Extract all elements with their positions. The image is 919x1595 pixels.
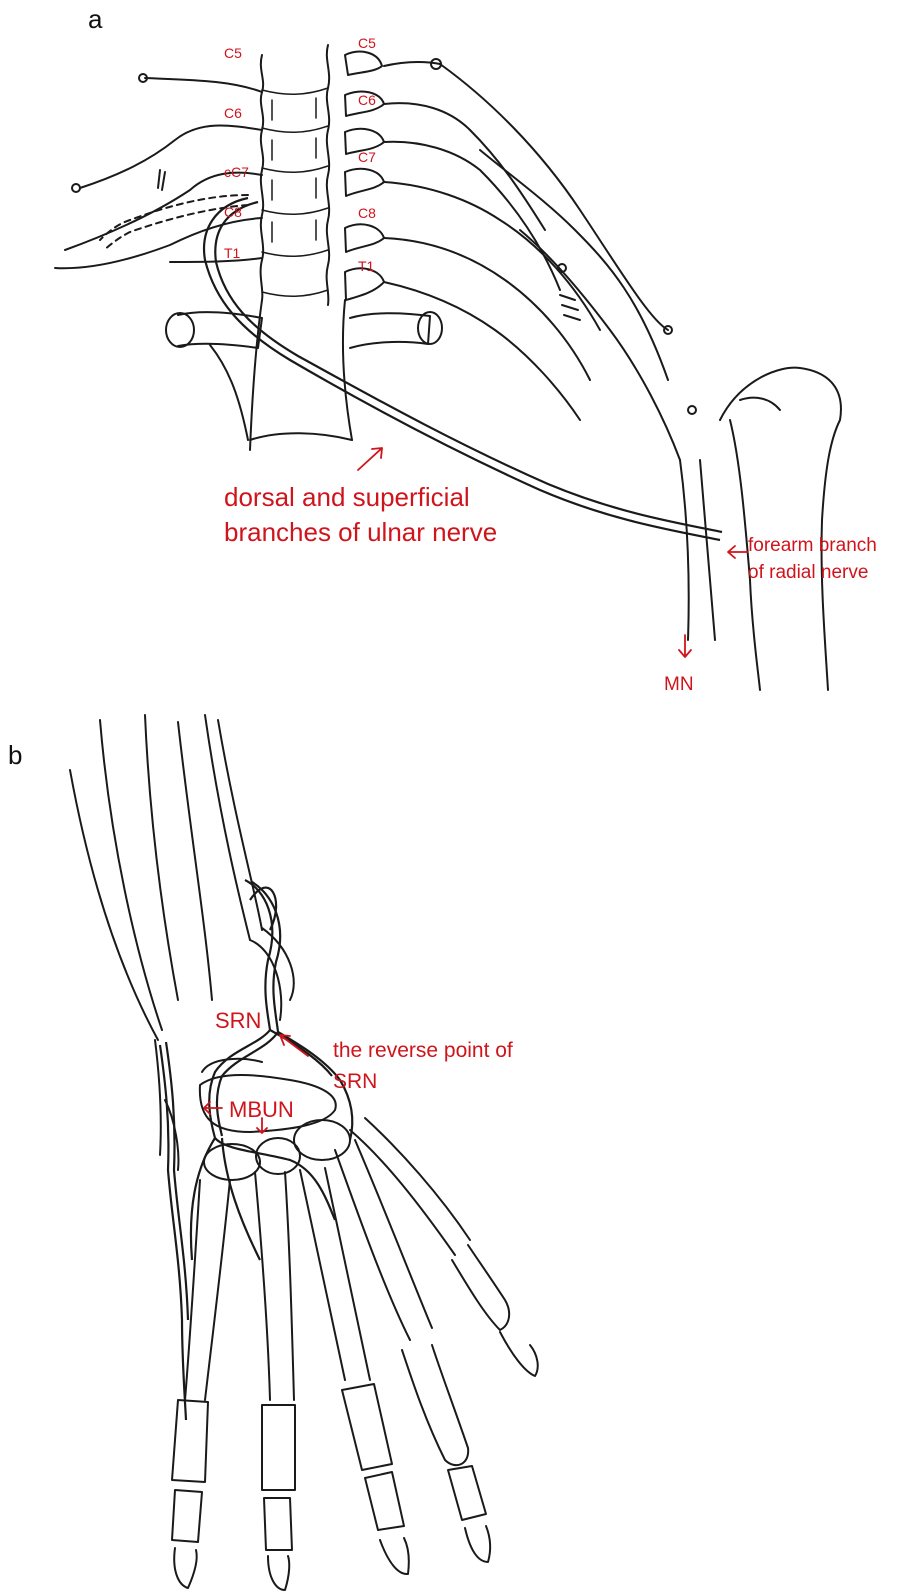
label-mn: MN [664,674,694,695]
ulnar-arrow [358,448,382,470]
label-right-c6: C6 [358,92,376,108]
label-left-t1: T1 [224,245,241,261]
mn-arrow [679,635,691,657]
label-right-c8: C8 [358,205,376,221]
label-reverse-line2: SRN [333,1070,377,1093]
panel-a: a [0,0,919,700]
label-left-c5: C5 [224,45,242,61]
label-srn: SRN [215,1008,261,1033]
label-radial-line1: forearm branch [748,535,877,556]
label-mbun: MBUN [229,1097,294,1122]
panel-b: b [0,700,919,1595]
label-left-c8: C8 [224,204,242,220]
brachial-plexus-drawing: C5 C6 cC7 C8 T1 C5 C6 C7 C8 T1 dorsal an… [0,0,919,700]
right-plexus [350,59,841,690]
hand-wrist-drawing: SRN the reverse point of SRN MBUN [0,700,919,1595]
radial-arrow [728,546,748,558]
mbun-left-arrow [204,1102,222,1114]
label-ulnar-line1: dorsal and superficial [224,482,470,512]
forearm-bones [70,715,294,1040]
label-ulnar-line2: branches of ulnar nerve [224,517,497,547]
label-right-c5: C5 [358,35,376,51]
finger-bones [172,1118,538,1590]
label-right-c7: C7 [358,149,376,165]
label-left-c6: C6 [224,105,242,121]
srn-reverse-arrow [280,1035,308,1056]
left-spine [261,45,330,305]
label-reverse-line1: the reverse point of [333,1039,513,1062]
label-radial-line2: of radial nerve [748,562,868,583]
label-left-cc7: cC7 [224,164,249,180]
label-right-t1: T1 [358,258,375,274]
